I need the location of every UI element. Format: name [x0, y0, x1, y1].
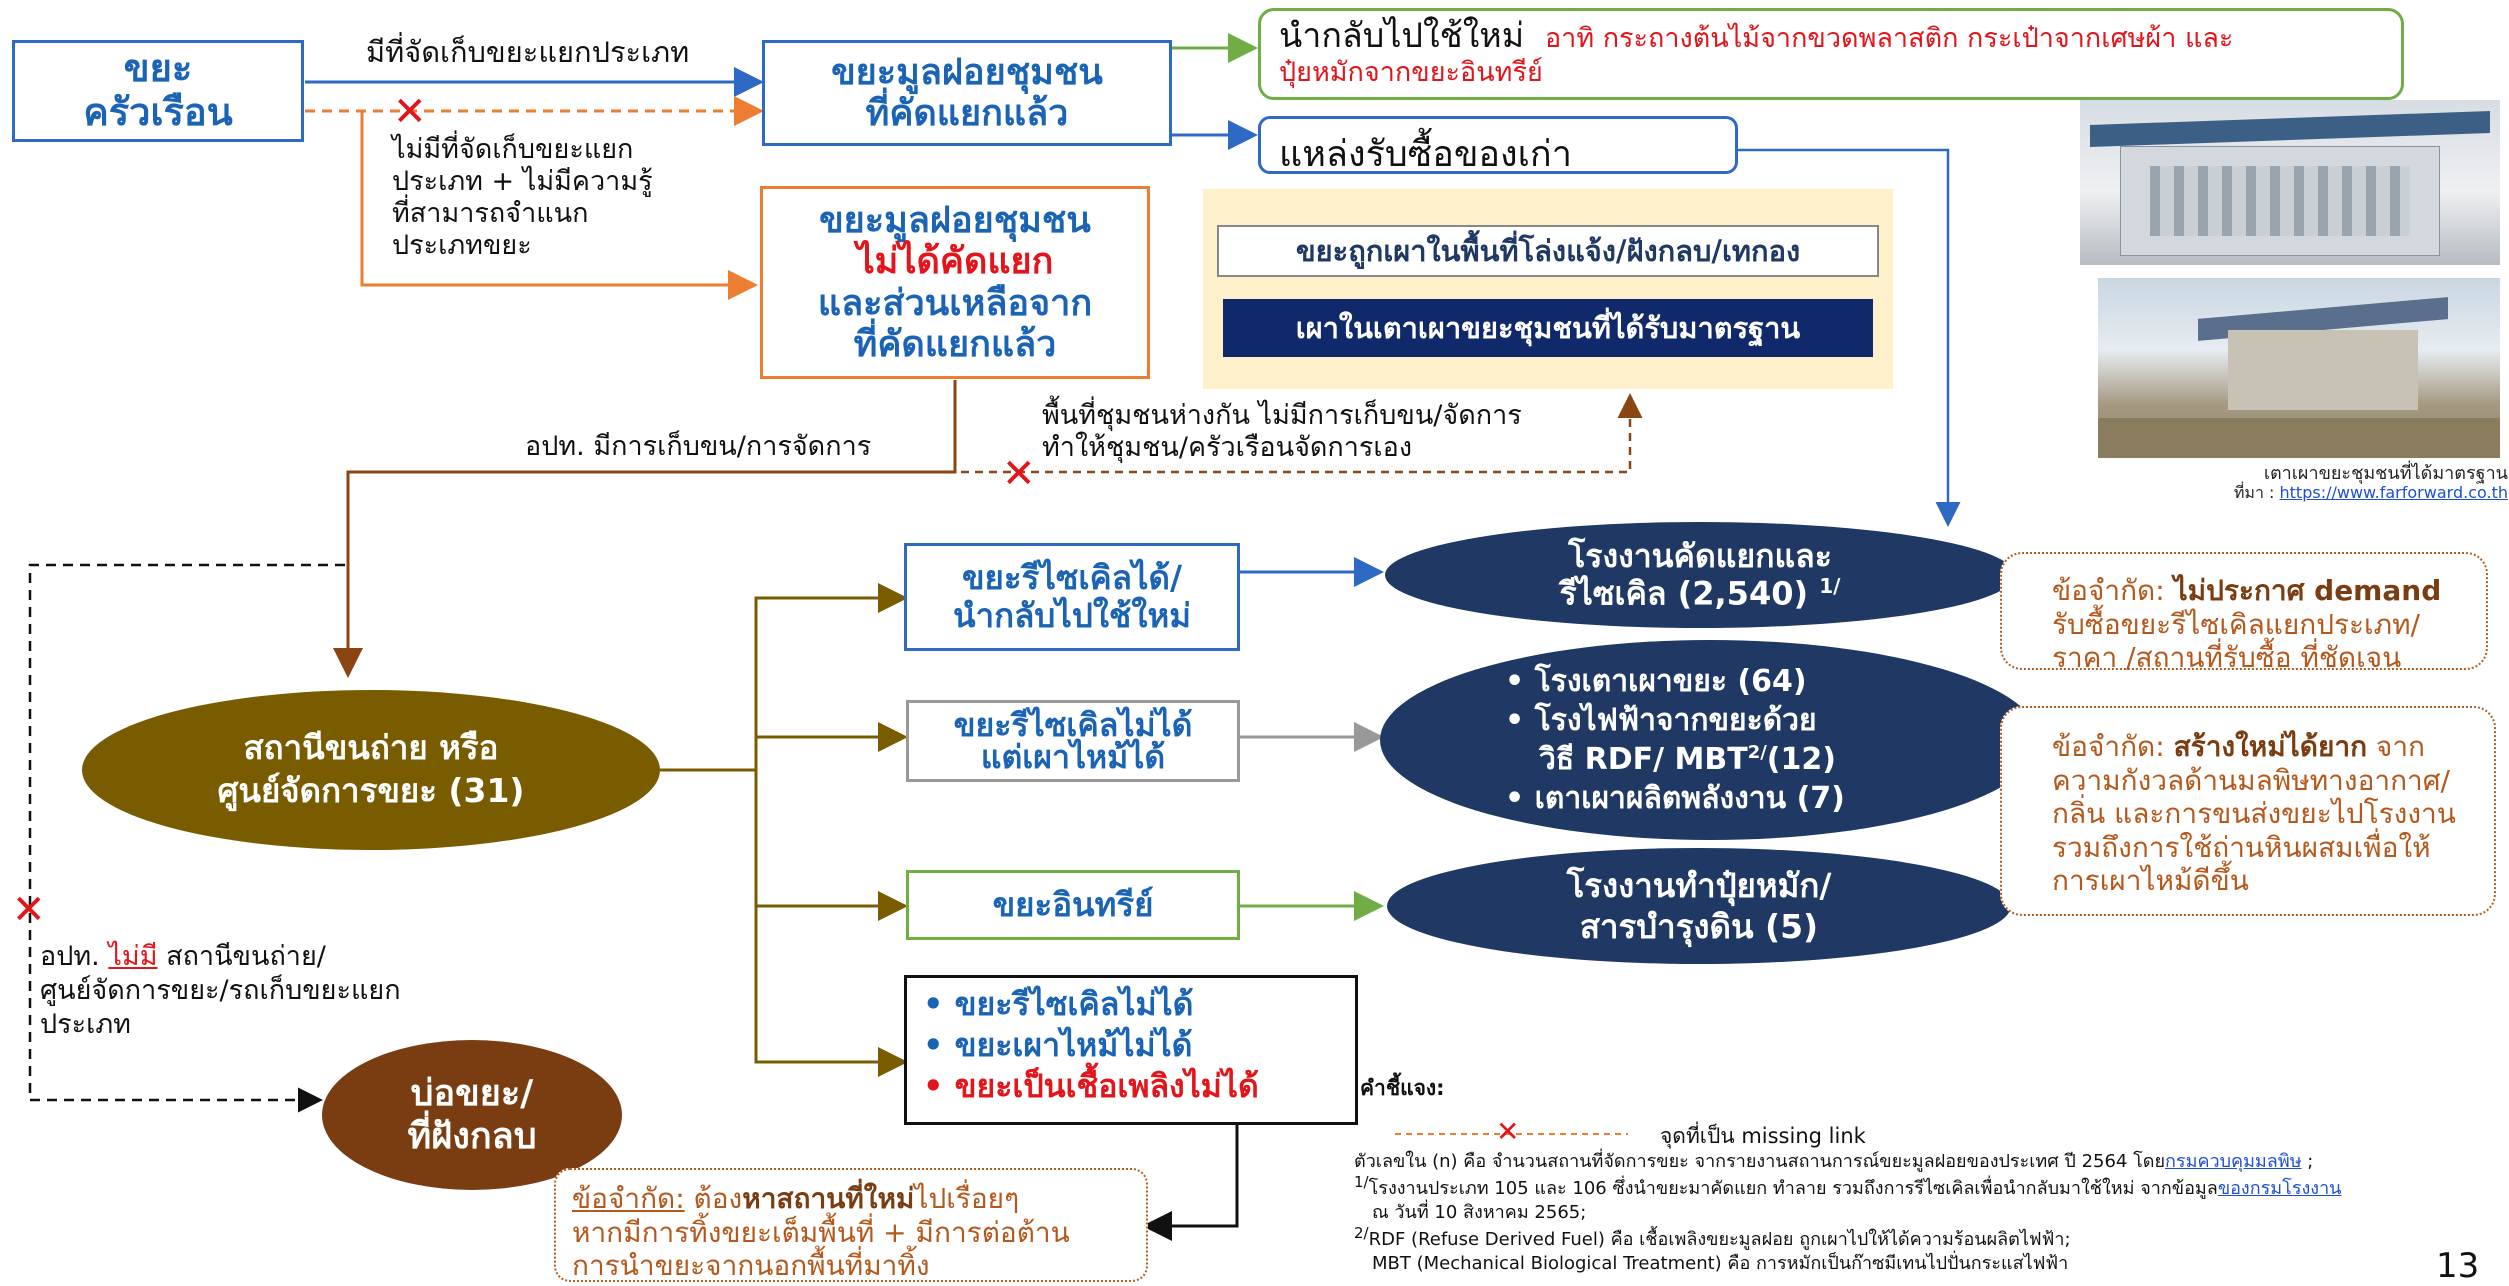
arrow-unsorted-to-station — [333, 380, 957, 678]
reuse-detail: อาทิ กระถางต้นไม้จากขวดพลาสติก กระเป๋าจา… — [1544, 23, 2234, 54]
transfer-station-ellipse: สถานีขนถ่าย หรือ ศูนย์จัดการขยะ (31) — [82, 690, 660, 850]
reuse-title: นำกลับไปใช้ใหม่ — [1279, 16, 1525, 56]
incinerator-photo-1 — [2080, 100, 2500, 265]
link-pcd[interactable]: กรมควบคุมมลพิษ — [2165, 1151, 2302, 1172]
link-diw[interactable]: ของกรมโรงงาน — [2217, 1178, 2342, 1200]
burn-box: ขยะถูกเผาในพื้นที่โล่งแจ้ง/ฝังกลบ/เทกอง … — [1203, 189, 1893, 389]
missing-link-x-icon: ✕ — [393, 89, 427, 135]
photo-caption: เตาเผาขยะชุมชนที่ได้มาตรฐาน ที่มา : http… — [2233, 463, 2508, 502]
category-burnable: ขยะรีไซเคิลไม่ได้ แต่เผาไหม้ได้ — [906, 700, 1240, 782]
label-no-separation: ไม่มีที่จัดเก็บขยะแยก ประเภท + ไม่มีความ… — [392, 134, 653, 261]
label-lao-collects: อปท. มีการเก็บขน/การจัดการ — [525, 431, 872, 462]
arrow-station-to-categories — [660, 596, 902, 1064]
energy-facilities-ellipse: • โรงเตาเผาขยะ (64) • โรงไฟฟ้าจากขยะด้วย… — [1380, 640, 2040, 840]
reuse-box: นำกลับไปใช้ใหม่ อาทิ กระถางต้นไม้จากขวดพ… — [1258, 8, 2404, 100]
label-separated-collection: มีที่จัดเก็บขยะแยกประเภท — [366, 35, 690, 69]
label-no-station: อปท. ไม่มี สถานีขนถ่าย/ ศูนย์จัดการขยะ/ร… — [40, 941, 401, 1040]
arrow-unsorted-to-burn-missing — [953, 380, 1643, 474]
arrow-junk-to-recycling — [1738, 148, 1961, 527]
arrow-to-landfill-missing — [28, 563, 345, 1113]
compost-plant-ellipse: โรงงานทำปุ๋ยหมัก/ สารบำรุงดิน (5) — [1387, 848, 2011, 964]
unsorted-waste-box: ขยะมูลฝอยชุมชน ไม่ได้คัดแยก และส่วนเหลือ… — [760, 186, 1150, 379]
category-organic: ขยะอินทรีย์ — [906, 870, 1240, 940]
legend-footnotes: ตัวเลขใน (n) คือ จำนวนสถานที่จัดการขยะ จ… — [1354, 1151, 2342, 1274]
legend-x-icon: ✕ — [1496, 1115, 1520, 1148]
category-recyclable: ขยะรีไซเคิลได้/ นำกลับไปใช้ใหม่ — [904, 543, 1240, 651]
household-line1: ขยะ — [123, 46, 193, 91]
note-demand: ข้อจำกัด: ไม่ประกาศ demand รับซื้อขยะรีไ… — [2000, 552, 2488, 674]
incinerator-photo-2 — [2098, 278, 2500, 458]
household-box: ขยะ ครัวเรือน — [12, 40, 304, 142]
missing-link-x-icon: ✕ — [12, 887, 46, 933]
label-remote-area: พื้นที่ชุมชนห่างกัน ไม่มีการเก็บขน/จัดกา… — [1042, 400, 1522, 464]
arrow-household-to-unsorted — [360, 111, 758, 300]
arrow-residual-to-site-note — [1142, 1125, 1239, 1241]
legend-missing-link: จุดที่เป็น missing link — [1660, 1124, 1866, 1148]
category-residual: • ขยะรีไซเคิลไม่ได้ • ขยะเผาไหม้ไม่ได้ •… — [904, 975, 1358, 1125]
legend-title: คำชี้แจง: — [1360, 1076, 1445, 1100]
open-burn-box: ขยะถูกเผาในพื้นที่โล่งแจ้ง/ฝังกลบ/เทกอง — [1217, 225, 1879, 277]
recycling-plant-ellipse: โรงงานคัดแยกและ รีไซเคิล (2,540) 1/ — [1385, 522, 2015, 628]
source-link[interactable]: https://www.farforward.co.th — [2279, 482, 2508, 502]
note-build: ข้อจำกัด: สร้างใหม่ได้ยาก จาก ความกังวลด… — [2000, 706, 2496, 916]
page-number: 13 — [2436, 1246, 2480, 1286]
note-site: ข้อจำกัด: ต้องหาสถานที่ใหม่ไปเรื่อยๆ หาก… — [554, 1168, 1148, 1282]
landfill-ellipse: บ่อขยะ/ ที่ฝังกลบ — [322, 1040, 622, 1190]
sorted-waste-box: ขยะมูลฝอยชุมชน ที่คัดแยกแล้ว — [762, 40, 1172, 146]
standard-incinerator-box: เผาในเตาเผาขยะชุมชนที่ได้รับมาตรฐาน — [1223, 299, 1873, 357]
missing-link-x-icon: ✕ — [1002, 451, 1036, 497]
household-line2: ครัวเรือน — [83, 90, 233, 134]
junk-buyer-box: แหล่งรับซื้อของเก่า — [1258, 116, 1738, 175]
